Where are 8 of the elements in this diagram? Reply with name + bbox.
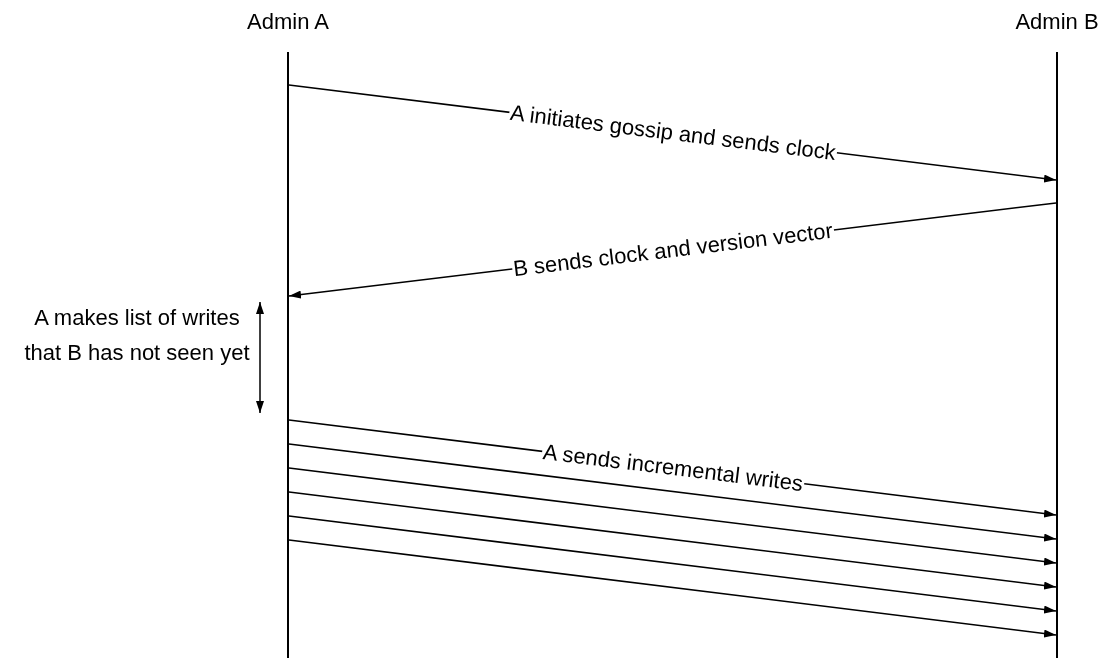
message-arrow [288,515,1057,614]
lifeline-label: Admin B [1015,8,1099,36]
message-arrow [288,539,1057,638]
message-arrow [288,491,1057,590]
message-arrow [288,443,1057,542]
note-text: A makes list of writes that B has not seen yet [23,304,251,367]
message-arrow [288,467,1057,566]
lifeline-label: Admin A [247,8,329,36]
